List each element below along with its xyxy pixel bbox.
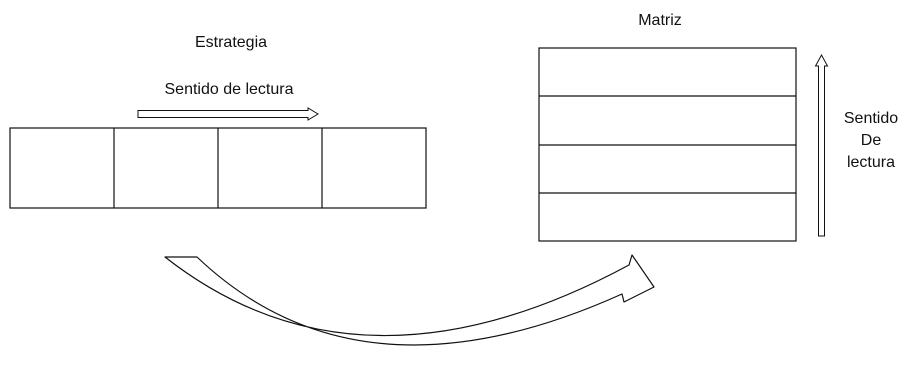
matrix-reading-direction-line-1: Sentido (843, 110, 899, 127)
curved-transformation-arrow (164, 254, 655, 346)
matrix-reading-direction-line-2: De (860, 132, 882, 149)
strategy-reading-direction-label: Sentido de lectura (164, 81, 294, 98)
horizontal-reading-arrow (137, 107, 319, 121)
vertical-reading-arrow (814, 53, 829, 237)
strategy-strip (9, 127, 427, 209)
matrix-grid (538, 47, 797, 242)
matrix-reading-direction-label: Sentido De lectura (844, 108, 898, 174)
matrix-title: Matriz (638, 12, 682, 29)
matrix-reading-direction-line-3: lectura (846, 154, 896, 171)
strategy-title: Estrategia (194, 34, 268, 51)
